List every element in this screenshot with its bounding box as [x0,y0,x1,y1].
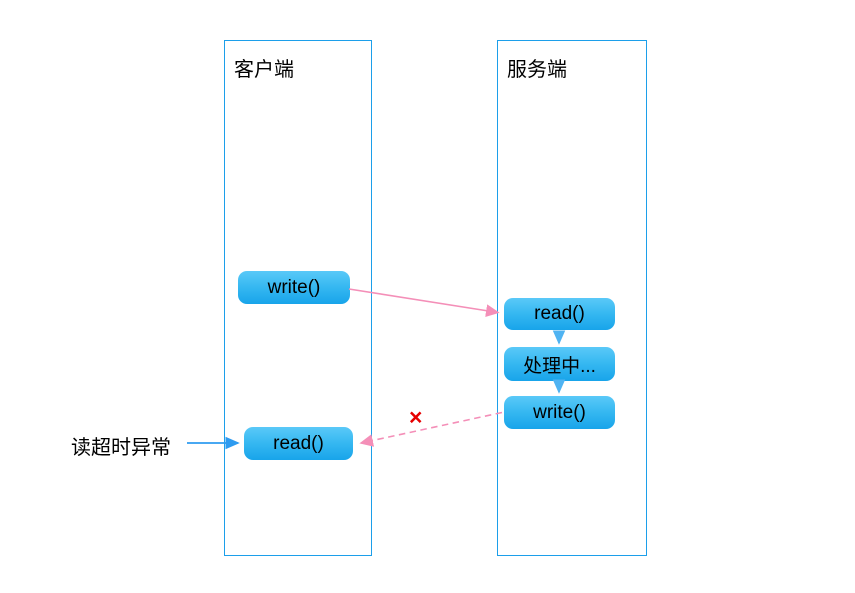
failure-x-mark-icon: × [409,404,422,430]
server-write-to-client-read-dashed-arrow [359,411,503,447]
node-server-write: write() [504,396,615,429]
node-server-processing: 处理中... [504,347,615,381]
timeout-exception-label: 读超时异常 [71,437,171,459]
node-client-read: read() [244,427,353,460]
lane-server-title: 服务端 [507,59,567,81]
node-client-write: write() [238,271,350,304]
node-server-read: read() [504,298,615,330]
lane-client-title: 客户端 [234,59,294,81]
